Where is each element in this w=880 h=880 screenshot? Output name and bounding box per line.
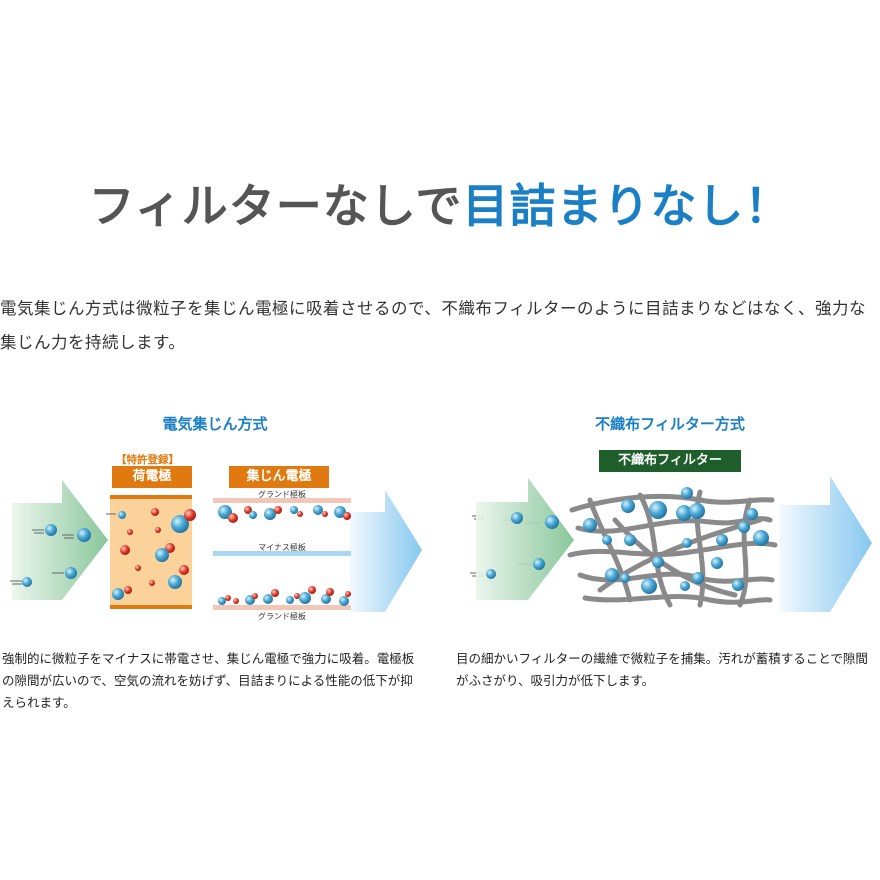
charge-electrode-label: 荷電極 [112, 466, 192, 488]
collect-electrode-label: 集じん電極 [229, 466, 329, 488]
ground-plate-bottom-label: グランド極板 [258, 612, 306, 621]
right-outflow-arrow [780, 476, 872, 612]
left-particles [22, 524, 91, 587]
patent-label: 【特許登録】 [116, 454, 179, 466]
charge-box-particles [112, 508, 196, 600]
left-inflow-arrow [12, 480, 108, 600]
filter-fibers [567, 489, 778, 608]
collected-particles-top [218, 505, 351, 523]
intro-text: 電気集じん方式は微粒子を集じん電極に吸着させるので、不織布フィルターのように目詰… [0, 299, 867, 352]
ground-plate-top [213, 498, 351, 503]
left-panel-title: 電気集じん方式 [162, 415, 268, 433]
headline-part2: 目詰まりなし！ [462, 179, 792, 233]
filter-particles [583, 487, 769, 594]
right-incoming-particles [486, 512, 559, 579]
ground-plate-top-label: グランド極板 [258, 490, 306, 499]
minus-plate-label: マイナス極板 [258, 543, 306, 552]
right-panel-title: 不織布フィルター方式 [595, 415, 745, 433]
headline: フィルターなしで目詰まりなし！ [0, 178, 880, 234]
left-caption: 強制的に微粒子をマイナスに帯電させ、集じん電極で強力に吸着。電極板の隙間が広いの… [2, 651, 415, 710]
filter-label: 不織布フィルター [599, 450, 741, 472]
minus-plate [213, 551, 351, 556]
collected-particles-bottom [218, 586, 351, 606]
right-inflow-arrow [476, 478, 574, 600]
right-caption: 目の細かいフィルターの繊維で微粒子を捕集。汚れが蓄積することで隙間がふさがり、吸… [456, 651, 868, 688]
ground-plate-bottom [213, 605, 351, 610]
headline-part1: フィルターなしで [88, 179, 463, 233]
left-outflow-arrow [350, 490, 422, 612]
